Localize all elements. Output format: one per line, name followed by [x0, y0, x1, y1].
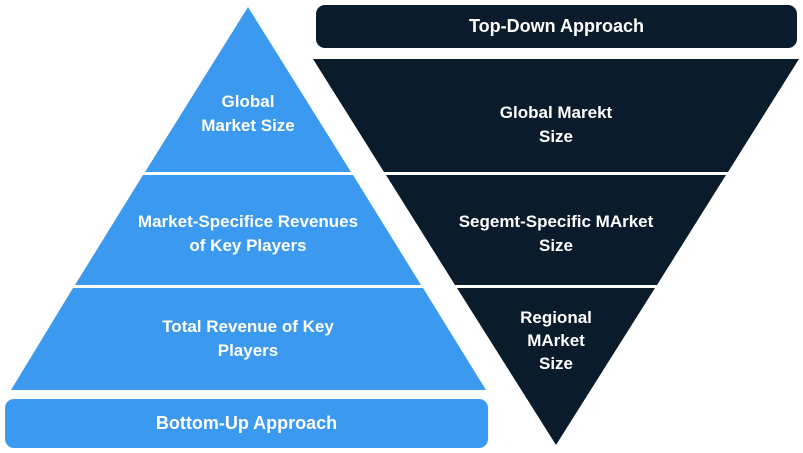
- bottom-up-header-bar: Bottom-Up Approach: [5, 399, 488, 448]
- top-down-header-bar: Top-Down Approach: [316, 5, 797, 48]
- top-down-header-label: Top-Down Approach: [469, 16, 644, 36]
- bottom-up-header-label: Bottom-Up Approach: [155, 413, 338, 433]
